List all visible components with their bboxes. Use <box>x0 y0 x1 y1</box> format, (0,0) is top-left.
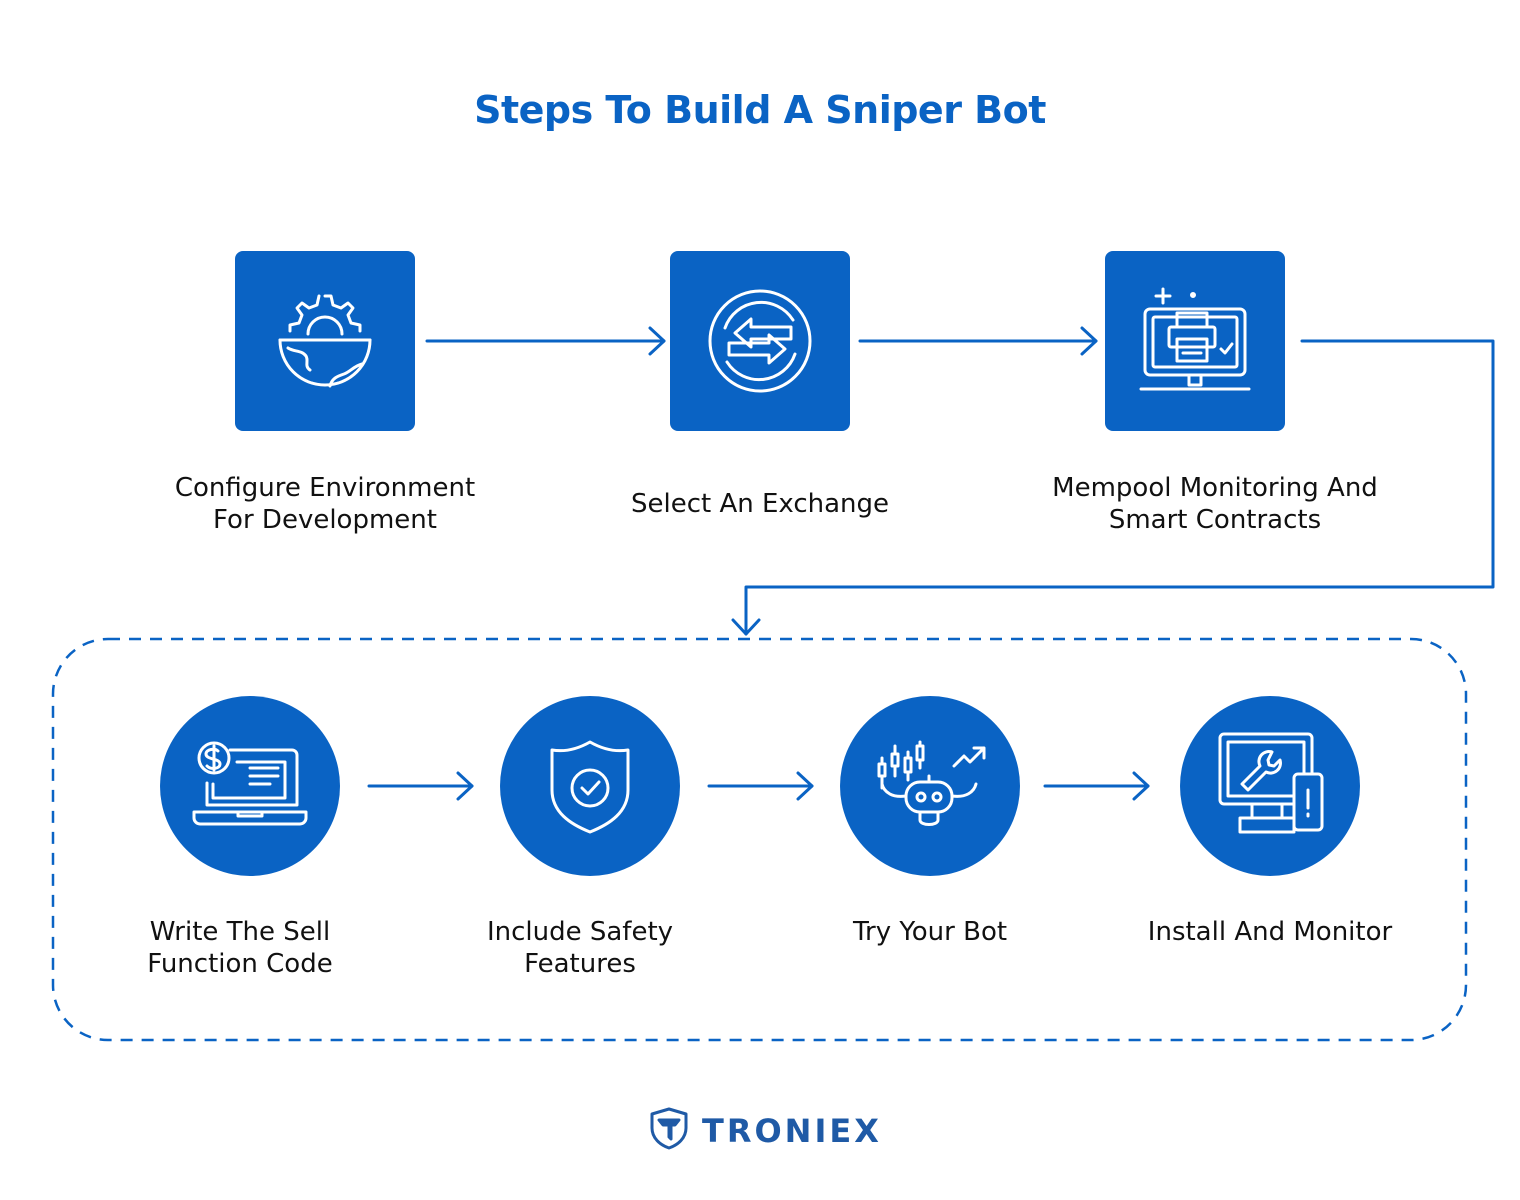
arrow-top-2 <box>858 326 1098 356</box>
step-mempool-monitoring <box>1105 251 1285 431</box>
step-install-and-monitor <box>1180 696 1360 876</box>
step-label: Install And Monitor <box>1147 917 1393 947</box>
step-label: Select An Exchange <box>630 489 890 519</box>
step-configure-environment <box>235 251 415 431</box>
step-select-exchange <box>670 251 850 431</box>
step-include-safety-features <box>500 696 680 876</box>
shield-logo-icon <box>648 1106 690 1155</box>
laptop-dollar-icon <box>190 736 310 836</box>
arrow-bottom-1 <box>367 771 474 801</box>
connector-down <box>731 339 1495 636</box>
step-try-your-bot <box>840 696 1020 876</box>
step-label: Include Safety Features <box>486 917 674 979</box>
gear-globe-icon <box>270 286 380 396</box>
step-write-sell-function <box>160 696 340 876</box>
exchange-arrows-icon <box>705 286 815 396</box>
step-label: Configure Environment For Development <box>174 473 476 535</box>
monitor-printer-icon <box>1135 281 1255 401</box>
brand-name: TRONIEX <box>702 1111 882 1150</box>
monitor-wrench-icon <box>1210 726 1330 846</box>
diagram-title: Steps To Build A Sniper Bot <box>474 88 1046 132</box>
arrow-bottom-2 <box>707 771 814 801</box>
robot-chart-icon <box>870 736 990 836</box>
shield-check-icon <box>545 736 635 836</box>
dashed-group-frame <box>51 637 1468 1042</box>
arrow-top-1 <box>425 326 666 356</box>
arrow-bottom-3 <box>1043 771 1150 801</box>
step-label: Try Your Bot <box>852 917 1008 947</box>
step-label: Mempool Monitoring And Smart Contracts <box>1052 473 1378 535</box>
step-label: Write The Sell Function Code <box>147 917 333 979</box>
brand-logo: TRONIEX <box>648 1106 882 1155</box>
